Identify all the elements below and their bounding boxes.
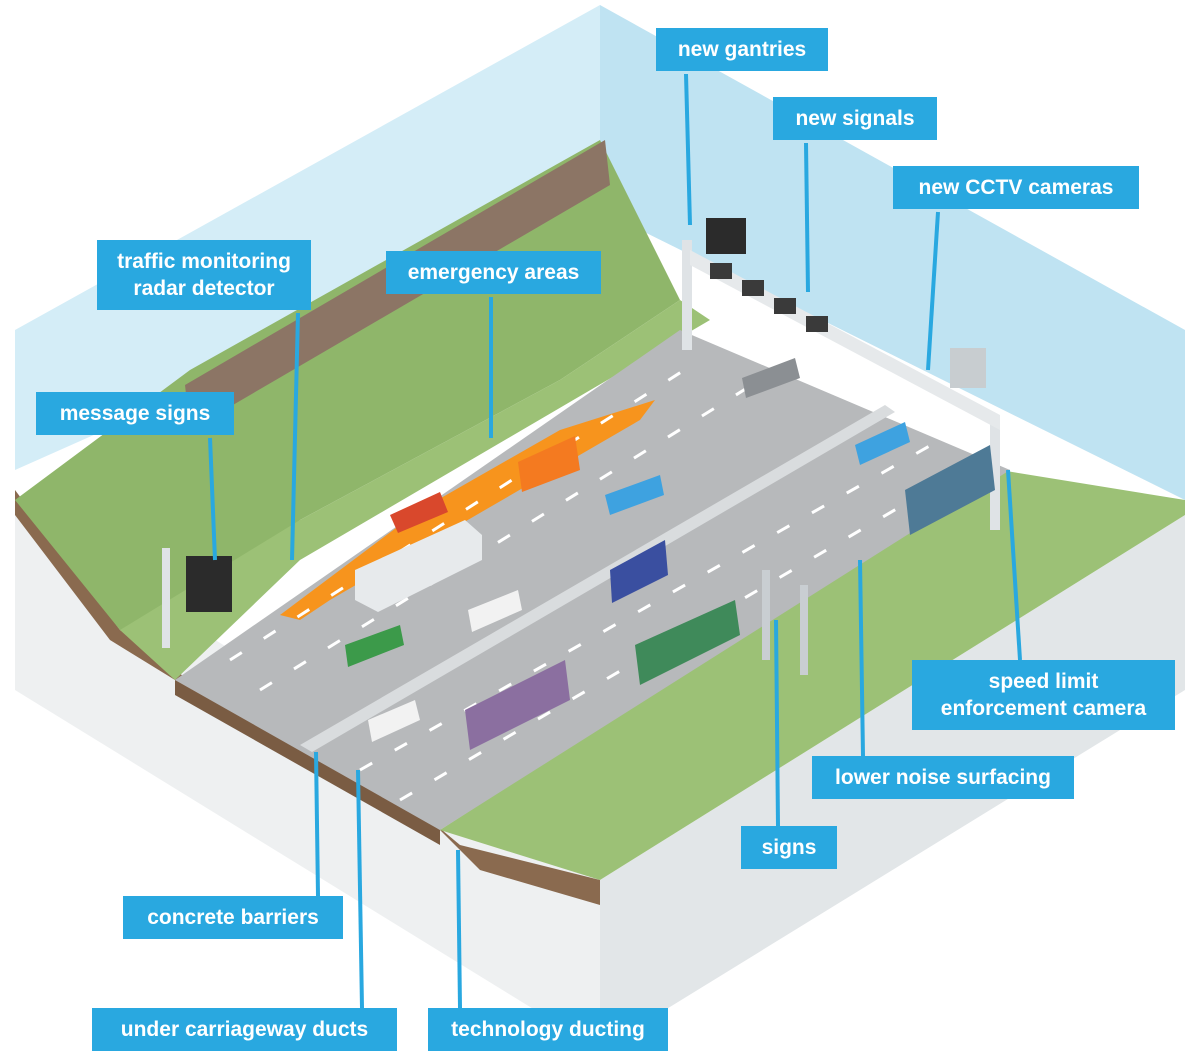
grass-verge-left: [120, 300, 710, 680]
car-blue-2: [855, 422, 910, 465]
label-new-signals: new signals: [773, 97, 937, 140]
central-reservation: [300, 405, 895, 752]
label-lower-noise-surfacing-text: lower noise surfacing: [835, 766, 1051, 789]
label-traffic-monitoring-radar: traffic monitoring radar detector: [97, 240, 311, 310]
van-orange: [518, 436, 580, 492]
label-concrete-barriers-text: concrete barriers: [147, 906, 319, 929]
leader-message-signs: [208, 437, 217, 561]
bus-green: [635, 600, 740, 685]
van-blue: [610, 540, 668, 603]
leader-new-gantries: [684, 73, 692, 226]
leader-technology-ducting: [456, 849, 462, 1009]
label-speed-limit-line2: enforcement camera: [940, 697, 1147, 720]
lorry-white: [355, 520, 482, 612]
grass-verge-right: [440, 470, 1185, 880]
label-traffic-monitoring-line1: traffic monitoring: [117, 250, 291, 273]
label-message-signs-text: message signs: [59, 402, 211, 425]
leader-new-cctv-cameras: [926, 211, 940, 371]
label-new-cctv-cameras: new CCTV cameras: [893, 166, 1139, 209]
label-signs-text: signs: [761, 836, 817, 859]
label-technology-ducting: technology ducting: [428, 1008, 668, 1051]
soil-layer: [175, 680, 440, 845]
vehicles: [345, 358, 995, 750]
label-lower-noise-surfacing: lower noise surfacing: [812, 756, 1074, 799]
lorry-purple: [465, 660, 570, 750]
label-new-cctv-cameras-text: new CCTV cameras: [918, 176, 1114, 199]
label-signs: signs: [741, 826, 837, 869]
leader-new-signals: [804, 142, 810, 293]
sky-back-left: [15, 5, 600, 470]
car-red: [390, 492, 448, 533]
lane-markings: [229, 358, 981, 802]
lorry-blue: [905, 445, 995, 535]
leader-speed-limit: [1006, 469, 1022, 661]
car-grey: [742, 358, 800, 398]
label-technology-ducting-text: technology ducting: [451, 1018, 645, 1041]
leader-concrete-barriers: [314, 751, 320, 897]
label-emergency-areas-text: emergency areas: [407, 261, 580, 284]
message-sign-structure: [162, 548, 232, 648]
sky-back-right: [600, 5, 1185, 500]
car-green: [345, 625, 404, 667]
label-traffic-monitoring-line2: radar detector: [133, 277, 275, 300]
label-under-carriageway-ducts: under carriageway ducts: [92, 1008, 397, 1051]
leader-lower-noise: [858, 559, 865, 757]
label-new-gantries: new gantries: [656, 28, 828, 71]
label-new-signals-text: new signals: [795, 107, 915, 130]
label-new-gantries-text: new gantries: [677, 38, 807, 61]
leader-under-carriageway: [356, 769, 364, 1009]
leader-signs: [774, 619, 780, 827]
car-blue-1: [605, 475, 664, 515]
label-under-carriageway-ducts-text: under carriageway ducts: [120, 1018, 369, 1041]
roadside-signs: [762, 570, 808, 675]
label-concrete-barriers: concrete barriers: [123, 896, 343, 939]
car-white-2: [368, 700, 420, 742]
callout-leader-lines: [208, 73, 1022, 1009]
label-message-signs: message signs: [36, 392, 234, 435]
label-speed-limit-camera: speed limit enforcement camera: [912, 660, 1175, 730]
label-speed-limit-line1: speed limit: [988, 670, 1099, 693]
label-emergency-areas: emergency areas: [386, 251, 601, 294]
leader-traffic-monitoring: [290, 312, 300, 561]
gantry-structure: [682, 218, 1000, 530]
car-white-1: [468, 590, 522, 632]
